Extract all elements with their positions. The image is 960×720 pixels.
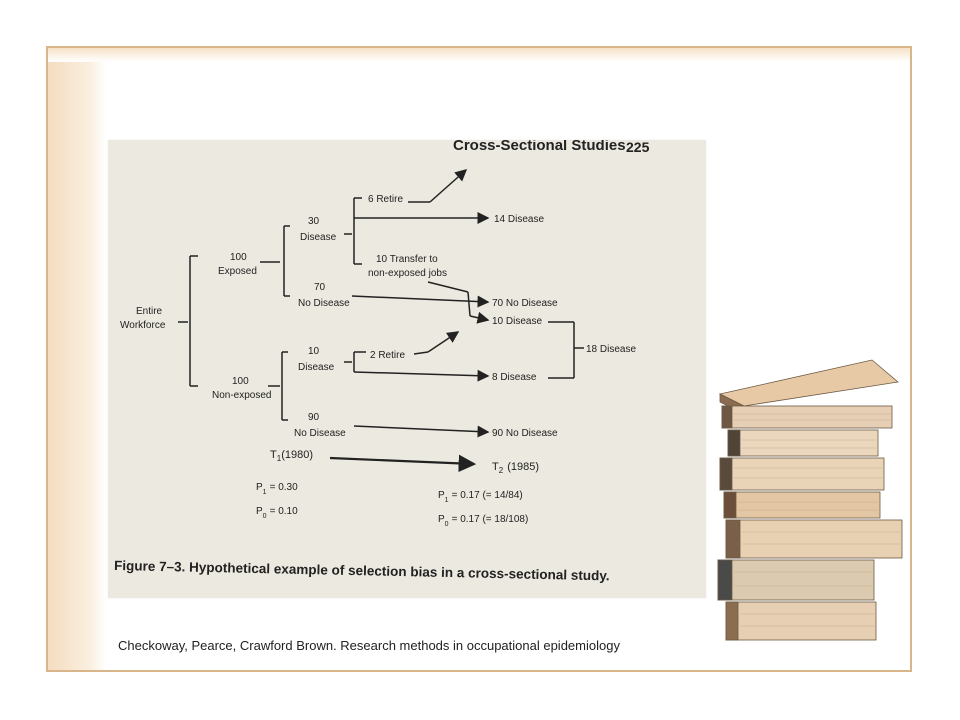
- prevalence-labels: P1= 0.30 P0= 0.10 P1= 0.17 (= 14/84) P0=…: [256, 482, 528, 528]
- retire-2-label: 2 Retire: [370, 350, 405, 361]
- exp-nodisease-label: No Disease: [298, 298, 350, 309]
- exp-disease-count: 30: [308, 216, 320, 227]
- scanned-book-page: Cross-Sectional Studies 225: [108, 137, 706, 598]
- transfer-label-line1: 10 Transfer to: [376, 254, 438, 265]
- frame-side-band: [48, 48, 106, 670]
- exposed-count: 100: [230, 252, 247, 263]
- root-label-line2: Workforce: [120, 320, 166, 331]
- nonexp-disease-count: 10: [308, 346, 320, 357]
- nonexp-disease-label: Disease: [298, 362, 335, 373]
- exp-nodisease-count: 70: [314, 282, 326, 293]
- p1-left: P1= 0.30: [256, 482, 298, 496]
- timeline-labels: T1(1980) T2(1985): [270, 449, 539, 475]
- nonexposed-count: 100: [232, 376, 249, 387]
- figure-caption: Figure 7–3. Hypothetical example of sele…: [114, 558, 610, 583]
- tree-labels: Entire Workforce 100 Exposed 100 Non-exp…: [120, 194, 636, 439]
- outcome-90-nodisease: 90 No Disease: [492, 428, 558, 439]
- p1-right: P1= 0.17 (= 14/84): [438, 490, 523, 504]
- slide-caption: Checkoway, Pearce, Crawford Brown. Resea…: [118, 638, 620, 653]
- nonexp-nodisease-label: No Disease: [294, 428, 346, 439]
- book-stack-image: [717, 359, 903, 641]
- exp-disease-label: Disease: [300, 232, 337, 243]
- t1-label: T1(1980): [270, 449, 313, 463]
- outcome-8-disease: 8 Disease: [492, 372, 537, 383]
- running-title: Cross-Sectional Studies: [453, 140, 626, 154]
- nonexposed-label: Non-exposed: [212, 390, 271, 401]
- frame-top-band: [48, 48, 910, 62]
- outcome-10-disease: 10 Disease: [492, 316, 542, 327]
- outcome-70-nodisease: 70 No Disease: [492, 298, 558, 309]
- nonexp-nodisease-count: 90: [308, 412, 320, 423]
- tree-lines: [178, 169, 584, 473]
- t2-label: T2(1985): [492, 461, 539, 475]
- exposed-label: Exposed: [218, 266, 257, 277]
- transfer-label-line2: non-exposed jobs: [368, 268, 447, 279]
- outcome-14-disease: 14 Disease: [494, 214, 544, 225]
- outcome-18-disease: 18 Disease: [586, 344, 636, 355]
- p0-left: P0= 0.10: [256, 506, 298, 520]
- p0-right: P0= 0.17 (= 18/108): [438, 514, 528, 528]
- root-label-line1: Entire: [136, 306, 163, 317]
- slide-frame: [46, 46, 912, 672]
- page-number: 225: [626, 140, 650, 155]
- retire-6-label: 6 Retire: [368, 194, 403, 205]
- selection-bias-diagram: Cross-Sectional Studies 225: [114, 137, 650, 583]
